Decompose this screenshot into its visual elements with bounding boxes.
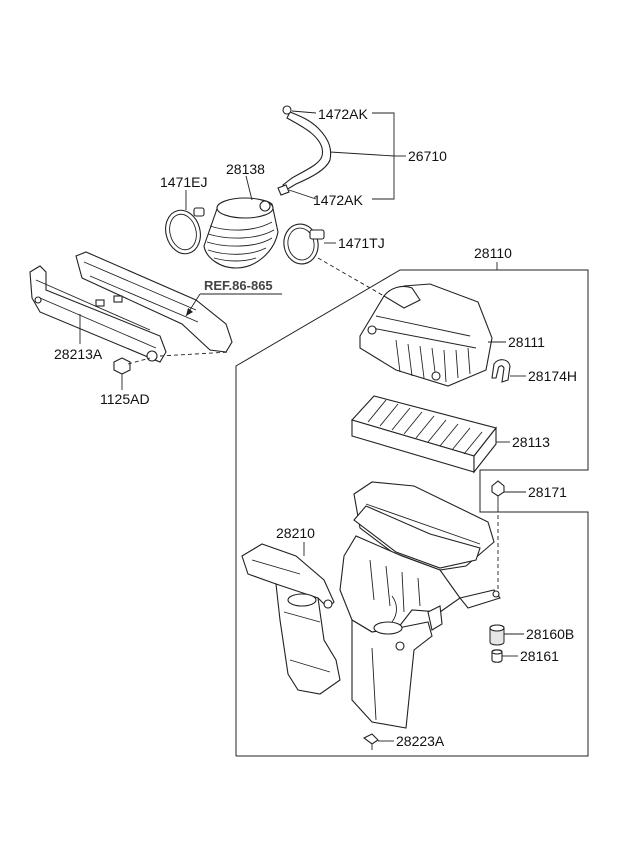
label-1472ak-top: 1472AK: [318, 106, 368, 122]
assembly-frame: [235, 262, 589, 757]
clip-icon: [491, 359, 511, 383]
label-28110: 28110: [474, 245, 512, 261]
breather-hose-icon: [277, 105, 332, 196]
grommet-icon: [489, 624, 505, 646]
air-filter-icon: [350, 395, 497, 474]
label-ref-86-865: REF.86-865: [204, 278, 273, 293]
label-28138: 28138: [226, 161, 265, 177]
label-28111: 28111: [508, 334, 545, 350]
intake-duct-icon: [29, 251, 233, 363]
label-28213a: 28213A: [54, 346, 103, 362]
air-cleaner-cover-icon: [359, 283, 493, 387]
bolt-icon: [491, 480, 505, 508]
label-28161: 28161: [520, 648, 559, 664]
label-1471tj: 1471TJ: [338, 235, 385, 251]
bolt-icon: [113, 357, 131, 382]
label-28160b: 28160B: [526, 626, 574, 642]
label-1471ej: 1471EJ: [160, 174, 207, 190]
clamp-icon: [283, 223, 325, 265]
label-28171: 28171: [528, 484, 567, 500]
part-labels: 1472AK 26710 1472AK 1471EJ 28138 1471TJ …: [54, 106, 577, 749]
resonator-duct-icon: [241, 543, 341, 695]
clip-icon: [362, 733, 379, 750]
grommet-icon: [491, 649, 503, 663]
label-26710: 26710: [408, 148, 447, 164]
label-28174h: 28174H: [528, 368, 577, 384]
label-1125ad: 1125AD: [100, 391, 150, 407]
label-1472ak-bottom: 1472AK: [313, 192, 363, 208]
label-28210: 28210: [276, 525, 315, 541]
label-28113: 28113: [512, 434, 550, 450]
intake-hose-icon: [203, 197, 279, 269]
label-28223a: 28223A: [396, 733, 445, 749]
clamp-icon: [165, 207, 205, 255]
air-cleaner-body-icon: [339, 481, 501, 729]
